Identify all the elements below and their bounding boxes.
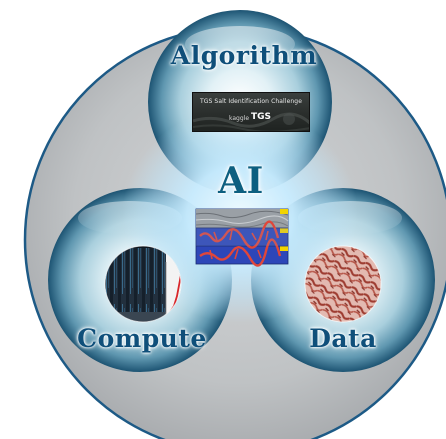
data-label: Data: [309, 324, 377, 353]
algorithm-label: Algorithm: [170, 41, 318, 70]
tgs-banner-image: TGS Salt Identification Challenge kaggle…: [192, 92, 310, 132]
seismic-image: [195, 208, 289, 267]
ai-label: AI: [218, 160, 264, 202]
kaggle-logo-text: kaggle: [229, 115, 250, 122]
tgs-logo-text: TGS: [251, 112, 272, 122]
compute-label: Compute: [77, 324, 207, 353]
microscopy-image: [305, 246, 381, 322]
tgs-banner-title: TGS Salt Identification Challenge: [200, 98, 302, 105]
